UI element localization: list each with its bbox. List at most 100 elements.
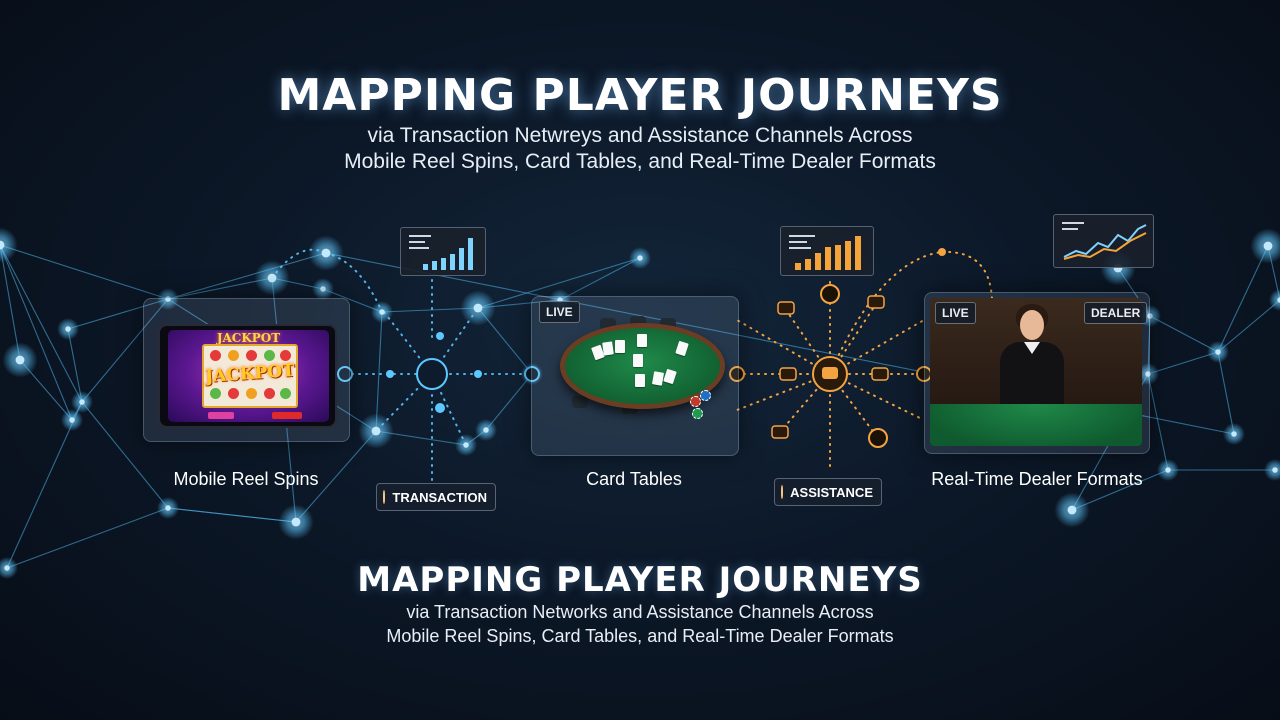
network-link (295, 430, 377, 523)
support-agent-icon (820, 284, 840, 304)
network-link (1217, 245, 1269, 353)
page-title: MAPPING PLAYER JOURNEYS (277, 70, 1003, 121)
dealer-badge: DEALER (1084, 302, 1148, 324)
network-node (1263, 241, 1273, 251)
network-node (1067, 505, 1077, 515)
slot-reels (202, 344, 298, 408)
dotted-connection (779, 373, 831, 433)
network-link (0, 244, 83, 403)
coin-icon (383, 490, 386, 504)
network-node (165, 296, 171, 302)
card-table-image (560, 323, 725, 409)
network-link (0, 244, 73, 421)
chart-bar (441, 258, 446, 270)
chart-bar (459, 248, 464, 270)
assistance-node (938, 248, 946, 256)
network-node (0, 240, 5, 250)
chart-bar (815, 253, 821, 270)
chart-bar (450, 254, 455, 270)
chart-bar (805, 259, 811, 270)
dotted-connection (829, 251, 943, 375)
chart-bar (468, 238, 473, 270)
network-node (1272, 467, 1278, 473)
footer-subtitle-line2: Mobile Reel Spins, Card Tables, and Real… (386, 626, 894, 646)
slot-screen: JACKPOT JACKPOT (168, 330, 329, 422)
chip-icon (690, 396, 701, 407)
network-link (1147, 351, 1219, 375)
network-link (1147, 373, 1169, 471)
network-node (15, 355, 25, 365)
chat-icon (867, 295, 885, 309)
transaction-label: TRANSACTION (392, 489, 487, 505)
real-time-dealer-label: Real-Time Dealer Formats (931, 469, 1143, 489)
playing-card (602, 341, 614, 356)
chart-bar (845, 241, 851, 270)
chart-bar (795, 263, 801, 270)
transaction-node (435, 403, 445, 413)
chat-icon (871, 367, 889, 381)
network-node (637, 255, 643, 261)
card-icon (386, 370, 394, 378)
network-node-glow (0, 227, 18, 263)
network-link (375, 311, 383, 432)
network-node (165, 505, 171, 511)
spin-button-graphic (208, 412, 234, 419)
network-link (485, 373, 533, 431)
transaction-hub-icon (416, 358, 448, 390)
chart-bar (825, 247, 831, 270)
network-link (559, 257, 641, 301)
live-badge-cards: LIVE (539, 301, 580, 323)
assistance-node (729, 366, 745, 382)
live-badge-dealer: LIVE (935, 302, 976, 324)
network-link (81, 298, 169, 403)
cherry-icon (228, 388, 239, 399)
page-subtitle-line2: Mobile Reel Spins, Card Tables, and Real… (344, 150, 936, 173)
transaction-node (337, 366, 353, 382)
network-node-glow (1269, 289, 1280, 311)
mobile-phone-image: JACKPOT JACKPOT (158, 324, 337, 428)
chart-line-orange (1063, 232, 1147, 260)
dotted-connection (941, 250, 993, 301)
network-node (79, 399, 85, 405)
wallet-icon (436, 332, 444, 340)
assistance-label: ASSISTANCE (790, 484, 873, 500)
network-node (291, 517, 301, 527)
cherry-icon (246, 350, 257, 361)
playing-card (633, 354, 643, 367)
network-node (1147, 313, 1153, 319)
chat-icon (822, 367, 838, 379)
lime-icon (264, 350, 275, 361)
chip-icon (692, 408, 703, 419)
network-node (473, 303, 483, 313)
transaction-bar-chart (400, 227, 486, 276)
chart-bar (432, 261, 437, 270)
assistance-channel-pill[interactable]: ASSISTANCE (774, 478, 882, 506)
network-node (483, 427, 489, 433)
chat-icon (777, 301, 795, 315)
bet-button-graphic (272, 412, 302, 419)
dotted-connection (785, 309, 831, 375)
chip-icon (700, 390, 711, 401)
network-node (1277, 297, 1280, 303)
playing-card (637, 334, 647, 347)
dealer-line-chart (1053, 214, 1154, 268)
network-node (1215, 349, 1221, 355)
network-node (320, 286, 326, 292)
network-node (65, 326, 71, 332)
transaction-channel-pill[interactable]: TRANSACTION (376, 483, 496, 511)
chart-bar (423, 264, 428, 270)
chat-icon (771, 425, 789, 439)
network-link (477, 257, 641, 309)
chart-bar (835, 245, 841, 270)
dealer-line-chart-graphic (1062, 222, 1147, 260)
orange-icon (228, 350, 239, 361)
footer-title: MAPPING PLAYER JOURNEYS (357, 560, 923, 600)
cherry-icon (210, 350, 221, 361)
network-link (167, 277, 273, 300)
chat-icon (781, 485, 784, 499)
network-node (4, 565, 10, 571)
network-node (371, 426, 381, 436)
network-link (1149, 315, 1219, 353)
page-subtitle-line1: via Transaction Netwreys and Assistance … (367, 124, 913, 147)
